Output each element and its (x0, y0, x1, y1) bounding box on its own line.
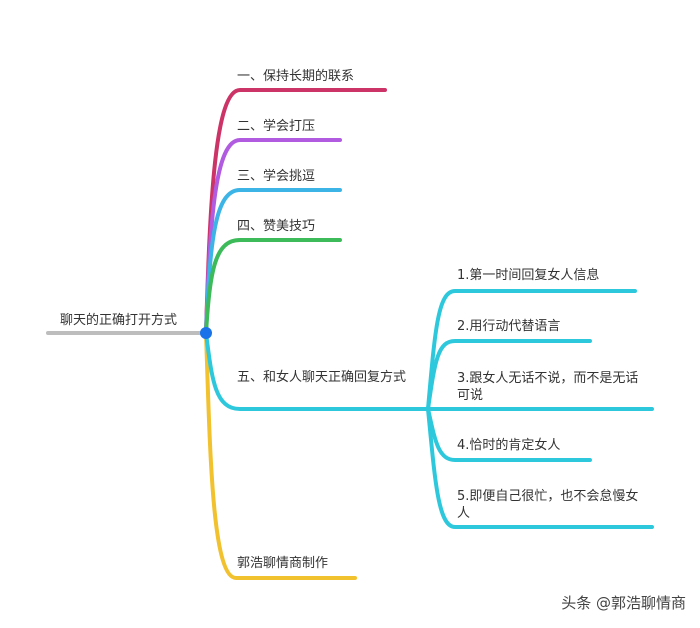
root-node[interactable]: 聊天的正确打开方式 (60, 313, 178, 328)
sub-node-4[interactable]: 4.恰时的肯定女人 (457, 438, 561, 453)
sub-5-line (426, 407, 654, 529)
branch-node-3[interactable]: 三、学会挑逗 (237, 169, 316, 184)
watermark: 头条 @郭浩聊情商 (561, 594, 686, 612)
branch-node-1[interactable]: 一、保持长期的联系 (237, 69, 355, 84)
branch-node-6[interactable]: 郭浩聊情商制作 (237, 556, 329, 571)
root-node-dot[interactable] (200, 327, 212, 339)
sub-node-3[interactable]: 3.跟女人无话不说，而不是无话可说 (457, 371, 639, 403)
branch-node-4[interactable]: 四、赞美技巧 (237, 219, 316, 234)
sub-2-line (426, 339, 592, 411)
sub-node-1[interactable]: 1.第一时间回复女人信息 (457, 268, 600, 283)
branch-6-line (204, 331, 357, 580)
branch-5-line (204, 331, 430, 411)
branch-4-line (204, 238, 342, 335)
branch-3-line (204, 188, 342, 335)
branch-node-2[interactable]: 二、学会打压 (237, 119, 316, 134)
sub-node-2[interactable]: 2.用行动代替语言 (457, 319, 561, 334)
sub-node-5[interactable]: 5.即便自己很忙，也不会怠慢女人 (457, 489, 639, 521)
branch-node-5[interactable]: 五、和女人聊天正确回复方式 (237, 370, 407, 385)
